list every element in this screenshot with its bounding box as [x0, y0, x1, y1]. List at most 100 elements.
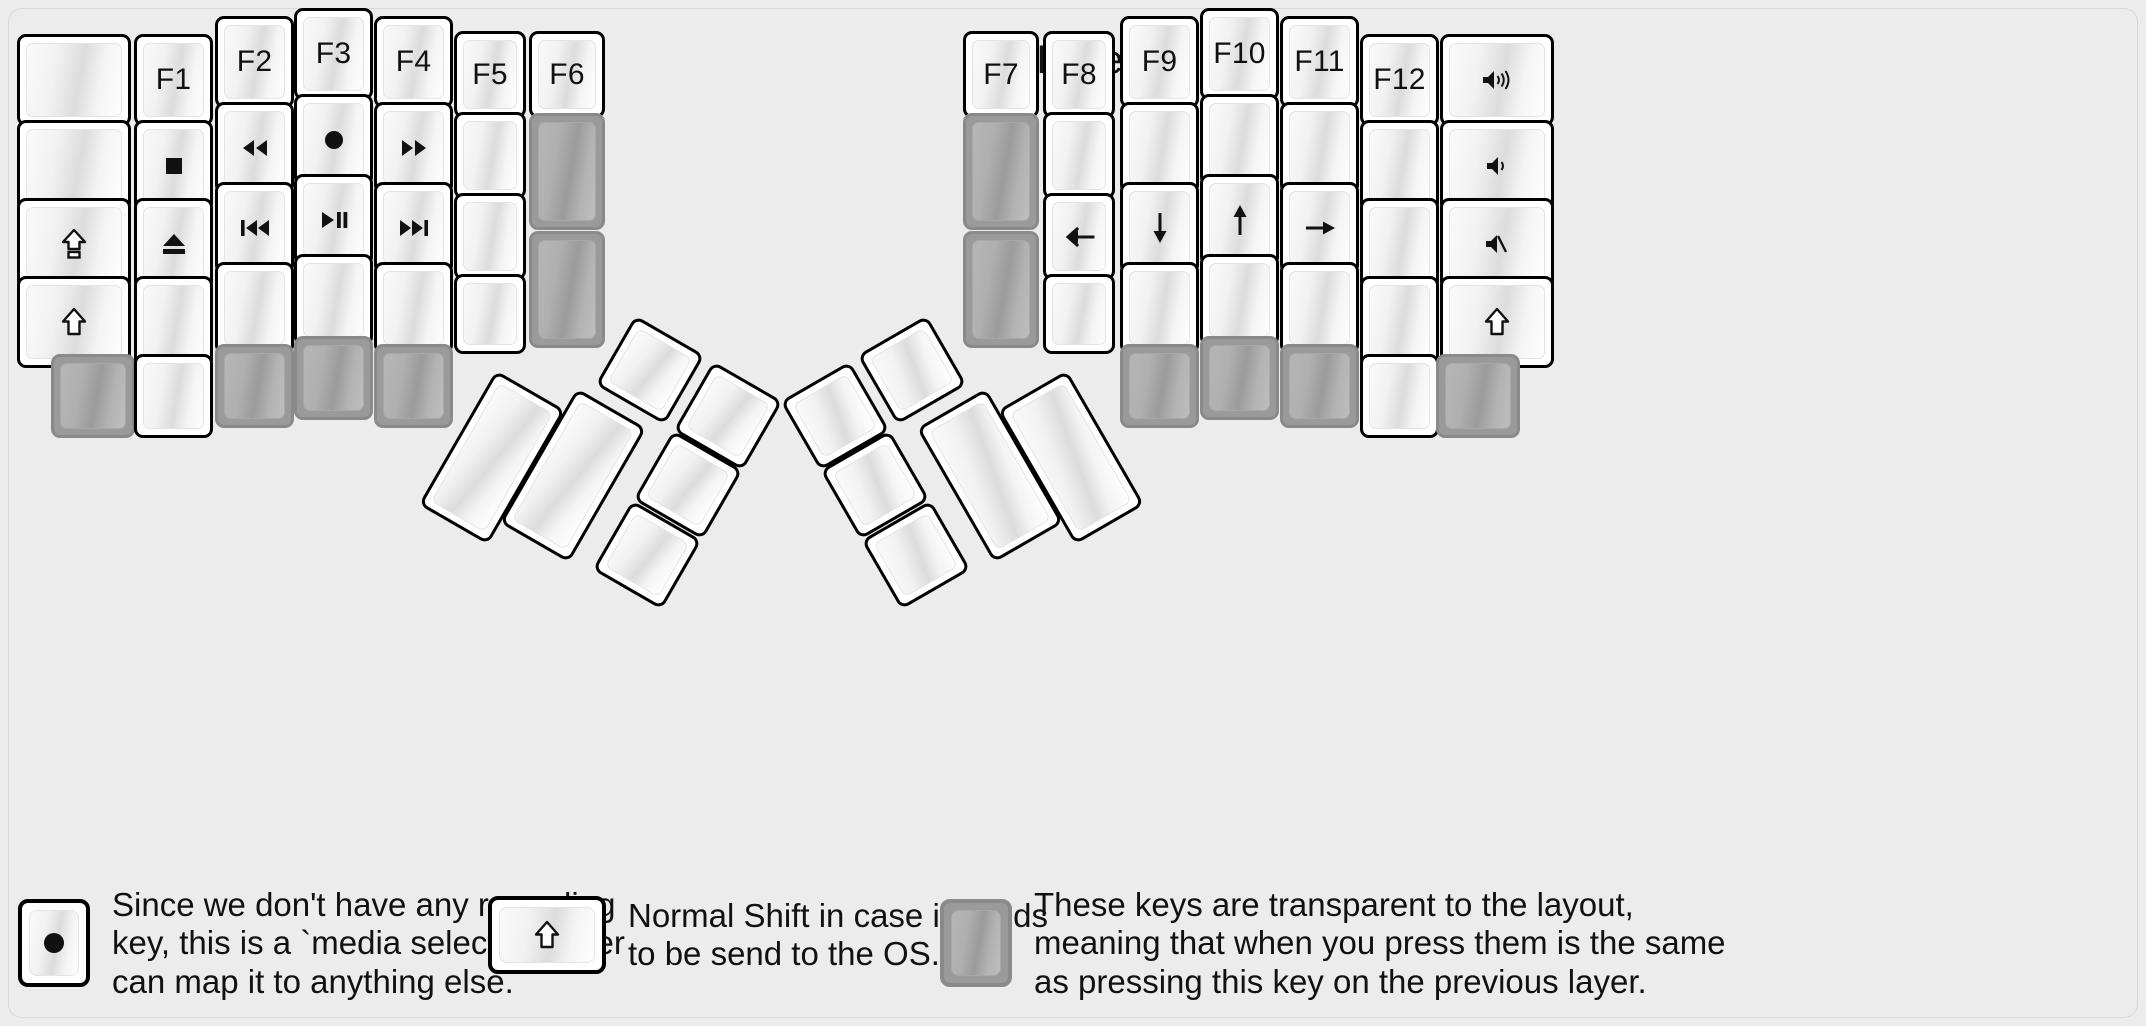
key-label: F3: [315, 37, 352, 70]
key-label: F10: [1213, 37, 1266, 70]
right-key-blank-r1c1[interactable]: [1043, 112, 1115, 199]
left-key-media-record[interactable]: [294, 94, 373, 186]
keycap: [1052, 121, 1106, 190]
legend-key-record: [18, 899, 90, 988]
keycap: [1445, 363, 1511, 429]
left-key-transparent-r4c4[interactable]: [374, 344, 453, 428]
media-play-pause-icon: [319, 210, 349, 230]
right-key-shift[interactable]: [1440, 276, 1554, 368]
right-key-blank-r3c3[interactable]: [1200, 254, 1279, 346]
left-key-blank-r2c5[interactable]: [454, 193, 526, 280]
right-key-f9[interactable]: F9: [1120, 16, 1199, 108]
right-key-blank-r3c2[interactable]: [1120, 262, 1199, 354]
left-key-f1[interactable]: F1: [134, 34, 213, 126]
left-key-media-eject[interactable]: [134, 198, 213, 290]
left-key-f6[interactable]: F6: [529, 31, 605, 118]
key-label: F1: [155, 63, 192, 96]
left-key-f4[interactable]: F4: [374, 16, 453, 108]
keycap: F1: [143, 43, 204, 117]
keycap: [499, 907, 595, 963]
right-key-arrow-down[interactable]: [1120, 182, 1199, 274]
keycap: [1449, 207, 1545, 281]
left-key-blank-r4c1[interactable]: [134, 354, 213, 438]
right-key-arrow-up[interactable]: [1200, 174, 1279, 266]
keycap: [1369, 285, 1430, 359]
left-key-media-play-pause[interactable]: [294, 174, 373, 266]
left-key-blank-r0c0[interactable]: [17, 34, 131, 126]
keycap: [383, 191, 444, 265]
left-key-media-previous[interactable]: [215, 182, 294, 274]
right-key-f10[interactable]: F10: [1200, 8, 1279, 100]
right-key-blank-r3c4[interactable]: [1280, 262, 1359, 354]
left-key-transparent-tall-1[interactable]: [529, 113, 605, 230]
keycap: F4: [383, 25, 444, 99]
left-key-blank-r3c5[interactable]: [454, 274, 526, 354]
keycap: F3: [303, 17, 364, 91]
arrow-down-icon: [1149, 212, 1171, 244]
left-key-media-next[interactable]: [374, 182, 453, 274]
right-key-transparent-tall-2[interactable]: [963, 231, 1039, 348]
key-label: F9: [1141, 45, 1178, 78]
right-key-transparent-r4c6[interactable]: [1436, 354, 1520, 438]
left-key-media-fast-forward[interactable]: [374, 102, 453, 194]
media-record-icon: [322, 128, 346, 152]
keycap: [538, 240, 596, 339]
right-key-volume-mute[interactable]: [1440, 198, 1554, 290]
keycap: [26, 43, 122, 117]
left-key-blank-r3c3[interactable]: [294, 254, 373, 346]
right-key-blank-r1c3[interactable]: [1200, 94, 1279, 186]
left-key-blank-r3c2[interactable]: [215, 262, 294, 354]
keycap: [1209, 263, 1270, 337]
keycap: [1449, 43, 1545, 117]
legend: Since we don't have any recording key, t…: [0, 880, 2146, 1026]
keycap: [1129, 111, 1190, 185]
right-key-blank-r1c2[interactable]: [1120, 102, 1199, 194]
right-key-arrow-right[interactable]: [1280, 182, 1359, 274]
keycap: [224, 353, 285, 419]
right-key-f8[interactable]: F8: [1043, 31, 1115, 118]
right-key-blank-r3c1[interactable]: [1043, 274, 1115, 354]
keycap: [1369, 129, 1430, 203]
left-key-f2[interactable]: F2: [215, 16, 294, 108]
left-key-blank-r1c5[interactable]: [454, 112, 526, 199]
keycap: [1129, 271, 1190, 345]
key-label: F2: [236, 45, 273, 78]
keycap: [26, 129, 122, 203]
right-key-blank-r3c5[interactable]: [1360, 276, 1439, 368]
right-key-arrow-left[interactable]: [1043, 193, 1115, 280]
keycap: F7: [972, 40, 1030, 109]
keycap: [1209, 183, 1270, 257]
right-key-transparent-r4c2[interactable]: [1120, 344, 1199, 428]
keycap: F10: [1209, 17, 1270, 91]
left-key-f5[interactable]: F5: [454, 31, 526, 118]
keycap: [951, 910, 1001, 977]
keycap: [1449, 285, 1545, 359]
arrow-left-icon: [1063, 226, 1095, 248]
key-label: F4: [395, 45, 432, 78]
right-key-f7[interactable]: F7: [963, 31, 1039, 118]
left-key-blank-r3c4[interactable]: [374, 262, 453, 354]
right-key-transparent-tall-1[interactable]: [963, 113, 1039, 230]
right-key-transparent-r4c3[interactable]: [1200, 336, 1279, 420]
left-key-f3[interactable]: F3: [294, 8, 373, 100]
right-key-transparent-r4c4[interactable]: [1280, 344, 1359, 428]
left-key-transparent-tall-2[interactable]: [529, 231, 605, 348]
left-key-transparent-r4c3[interactable]: [294, 336, 373, 420]
left-key-transparent-r4c0[interactable]: [51, 354, 135, 438]
right-key-blank-r1c4[interactable]: [1280, 102, 1359, 194]
left-key-transparent-r4c2[interactable]: [215, 344, 294, 428]
right-key-f12[interactable]: F12: [1360, 34, 1439, 126]
left-key-blank-r3c1[interactable]: [134, 276, 213, 368]
right-key-volume-up[interactable]: [1440, 34, 1554, 126]
left-key-blank-r1c0[interactable]: [17, 120, 131, 212]
keycap: F12: [1369, 43, 1430, 117]
keycap: [303, 103, 364, 177]
left-key-media-stop[interactable]: [134, 120, 213, 212]
keycap: [1369, 207, 1430, 281]
right-key-f11[interactable]: F11: [1280, 16, 1359, 108]
left-key-media-rewind[interactable]: [215, 102, 294, 194]
left-key-shift[interactable]: [17, 276, 131, 368]
legend-item-transparent: These keys are transparent to the layout…: [940, 886, 1726, 1001]
keycap: [29, 910, 79, 977]
right-key-blank-r4c5[interactable]: [1360, 354, 1439, 438]
